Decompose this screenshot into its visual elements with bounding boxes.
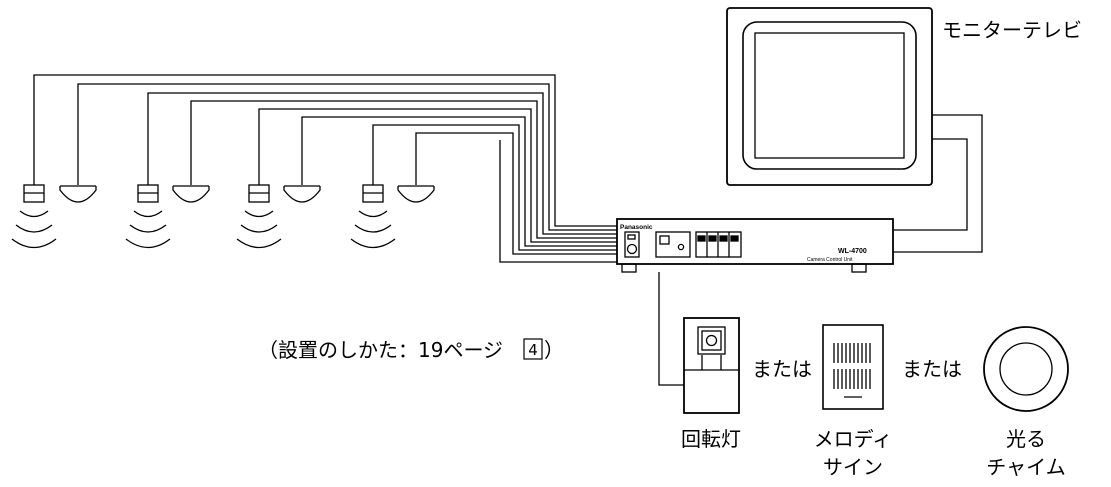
page-ref-number: 4 — [528, 341, 538, 359]
receiver-icon — [283, 185, 321, 203]
monitor-tv — [726, 7, 933, 186]
rotating-lamp-label: 回転灯 — [681, 427, 741, 451]
install-reference: （設置のしかた：19ページ — [258, 338, 503, 362]
light-chime-label-1: 光る — [1006, 427, 1046, 451]
page-ref-box — [523, 338, 543, 360]
melody-sign-label-1: メロディ — [814, 427, 893, 451]
receiver-icon — [59, 185, 97, 203]
brand-label: Panasonic — [620, 224, 653, 231]
sensor-pair-1 — [11, 184, 97, 249]
control-unit — [616, 218, 894, 273]
receiver-icon — [172, 185, 210, 203]
sensor-pair-4 — [350, 184, 435, 249]
model-label: WL-4700 — [838, 248, 867, 255]
transmitter-icon — [236, 184, 282, 249]
rotating-lamp-icon — [683, 317, 740, 414]
light-chime-label-2: チャイム — [986, 455, 1065, 479]
melody-sign-label-2: サイン — [823, 455, 883, 479]
or-label-2: または — [902, 357, 962, 381]
unit-subtitle: Camera Control Unit — [807, 257, 853, 263]
transmitter-icon — [125, 184, 171, 249]
light-chime-icon — [983, 326, 1069, 412]
melody-sign-icon — [822, 324, 884, 410]
sensor-pair-3 — [236, 184, 321, 249]
or-label-1: または — [752, 357, 812, 381]
sensor-pair-2 — [125, 184, 210, 249]
monitor-cables — [893, 114, 983, 253]
transmitter-icon — [350, 184, 396, 249]
install-reference-close: ） — [544, 338, 564, 362]
transmitter-icon — [11, 184, 57, 249]
alarm-cable — [658, 272, 684, 386]
receiver-icon — [397, 185, 435, 203]
monitor-label: モニターテレビ — [942, 18, 1082, 42]
sensor-cables — [33, 74, 617, 263]
